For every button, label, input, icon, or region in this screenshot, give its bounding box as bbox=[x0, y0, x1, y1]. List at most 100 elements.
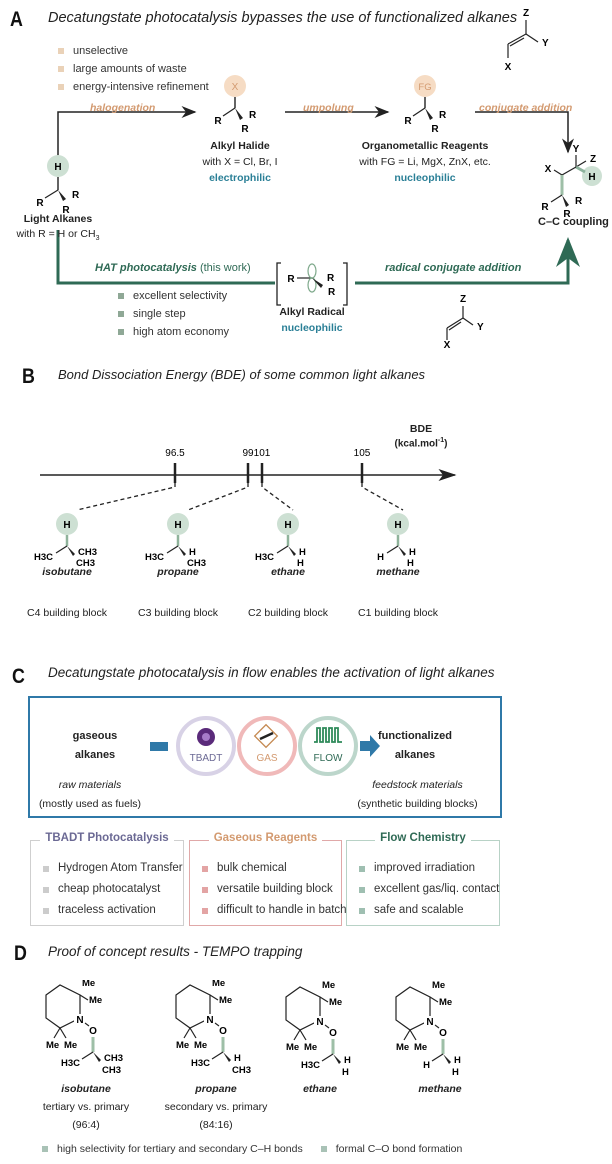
selectivity-ratio: (96:4) bbox=[72, 1119, 100, 1131]
bde-axis-unit: (kcal.mol-1) bbox=[394, 437, 448, 450]
svg-text:Me: Me bbox=[322, 980, 335, 991]
bullet-icon bbox=[42, 1146, 48, 1152]
gas-badge: GAS bbox=[237, 716, 297, 776]
note-item: high selectivity for tertiary and second… bbox=[42, 1140, 303, 1158]
bde-tick-label: 105 bbox=[354, 448, 371, 459]
gas-badge-text: GAS bbox=[256, 753, 277, 764]
output-label: functionalized alkanes bbox=[378, 730, 452, 761]
svg-text:R: R bbox=[431, 124, 439, 135]
svg-text:Me: Me bbox=[414, 1042, 427, 1053]
svg-text:H3C: H3C bbox=[145, 552, 164, 563]
gas-item: bulk chemical bbox=[202, 858, 347, 879]
tempo-adduct-methane: Me Me N O Me Me H H H bbox=[395, 980, 461, 1078]
panel-a-letter: A bbox=[10, 8, 23, 31]
svg-text:CH3: CH3 bbox=[232, 1065, 251, 1076]
svg-text:Me: Me bbox=[89, 995, 102, 1006]
svg-text:R: R bbox=[62, 205, 70, 216]
tbadt-item: cheap photocatalyst bbox=[43, 879, 183, 900]
svg-text:X: X bbox=[505, 62, 512, 73]
svg-text:H: H bbox=[394, 520, 401, 531]
svg-text:R: R bbox=[439, 110, 447, 121]
input-label: gaseous alkanes bbox=[72, 730, 118, 761]
bullet-icon bbox=[58, 48, 64, 54]
tbadt-box: TBADT Photocatalysis Hydrogen Atom Trans… bbox=[30, 832, 184, 926]
svg-text:R: R bbox=[241, 124, 249, 135]
svg-text:CH3: CH3 bbox=[76, 558, 95, 569]
svg-text:H: H bbox=[299, 547, 306, 558]
bullet-icon bbox=[58, 66, 64, 72]
svg-text:H: H bbox=[342, 1067, 349, 1078]
bde-connector bbox=[187, 483, 249, 511]
svg-text:Me: Me bbox=[396, 1042, 409, 1053]
flow-badge: FLOW bbox=[298, 716, 358, 776]
note-item: formal C–O bond formation bbox=[320, 1140, 462, 1158]
drawback-item: large amounts of waste bbox=[58, 60, 209, 78]
tempo-adduct-isobutane: Me Me N O Me Me H3C CH3 CH3 bbox=[45, 980, 123, 1076]
alkyl-halide-label: Alkyl Halide with X = Cl, Br, I electrop… bbox=[202, 140, 278, 184]
svg-text:O: O bbox=[329, 1028, 337, 1039]
panel-b-title: Bond Dissociation Energy (BDE) of some c… bbox=[58, 367, 426, 382]
building-block-label: C1 building block bbox=[358, 607, 438, 619]
svg-text:H: H bbox=[423, 1060, 430, 1071]
flow-item: safe and scalable bbox=[359, 900, 499, 921]
svg-text:X: X bbox=[444, 340, 451, 350]
bde-tick-label: 96.5 bbox=[165, 448, 185, 459]
bullet-icon bbox=[202, 865, 208, 872]
panel-c-title: Decatungstate photocatalysis in flow ena… bbox=[48, 665, 495, 680]
flow-badge-text: FLOW bbox=[314, 753, 343, 764]
svg-text:H3C: H3C bbox=[255, 552, 274, 563]
svg-text:R: R bbox=[249, 110, 257, 121]
svg-text:H: H bbox=[63, 520, 70, 531]
bullet-icon bbox=[359, 907, 365, 914]
svg-text:O: O bbox=[439, 1028, 447, 1039]
step-umpolung: umpolung bbox=[303, 102, 354, 114]
svg-text:R: R bbox=[72, 190, 80, 201]
selectivity-label: secondary vs. primary bbox=[164, 1101, 268, 1113]
svg-text:CH3: CH3 bbox=[187, 558, 206, 569]
svg-text:H3C: H3C bbox=[61, 1058, 80, 1069]
panel-c-letter: C bbox=[12, 665, 25, 688]
gas-item: versatile building block bbox=[202, 879, 347, 900]
advantages-list: excellent selectivity single step high a… bbox=[118, 287, 229, 341]
svg-text:Me: Me bbox=[82, 980, 95, 989]
svg-text:Me: Me bbox=[432, 980, 445, 991]
svg-text:X: X bbox=[545, 164, 552, 175]
svg-text:O: O bbox=[219, 1026, 227, 1037]
svg-text:Y: Y bbox=[573, 144, 580, 155]
svg-text:Y: Y bbox=[477, 322, 484, 333]
svg-text:N: N bbox=[76, 1015, 83, 1026]
tempo-product-name: methane bbox=[418, 1083, 462, 1095]
svg-text:H: H bbox=[297, 558, 304, 569]
svg-text:H: H bbox=[407, 558, 414, 569]
svg-text:H: H bbox=[377, 552, 384, 563]
svg-text:Me: Me bbox=[212, 980, 225, 989]
drawbacks-list: unselective large amounts of waste energ… bbox=[58, 42, 209, 96]
building-block-label: C4 building block bbox=[27, 607, 107, 619]
tbadt-badge: TBADT bbox=[176, 716, 236, 776]
bullet-icon bbox=[43, 907, 49, 914]
svg-text:R: R bbox=[287, 274, 295, 285]
svg-text:CH3: CH3 bbox=[78, 547, 97, 558]
bullet-icon bbox=[58, 84, 64, 90]
panel-d-notes: high selectivity for tertiary and second… bbox=[42, 1140, 462, 1158]
step-hat: HAT photocatalysis (this work) bbox=[95, 262, 251, 274]
selectivity-ratio: (84:16) bbox=[199, 1119, 233, 1131]
step-halogenation: halogenation bbox=[90, 102, 156, 114]
alkane-structure-isobutane: H H3C CH3 CH3 bbox=[34, 513, 97, 569]
organometallic-structure: FG R R R bbox=[404, 75, 447, 135]
tempo-products: Me Me N O Me Me H3C CH3 CH3 Me Me N O bbox=[45, 980, 461, 1078]
svg-text:Z: Z bbox=[523, 8, 529, 19]
bde-connector bbox=[76, 483, 176, 511]
svg-text:Z: Z bbox=[460, 294, 466, 305]
svg-text:Me: Me bbox=[329, 997, 342, 1008]
panel-d-title: Proof of concept results - TEMPO trappin… bbox=[48, 944, 303, 959]
advantage-item: high atom economy bbox=[118, 323, 229, 341]
panel-b-letter: B bbox=[22, 365, 35, 388]
svg-text:Me: Me bbox=[64, 1040, 77, 1051]
alkyl-radical-structure: R R R bbox=[276, 262, 348, 306]
alkyl-radical-label: Alkyl Radical nucleophilic bbox=[279, 306, 345, 334]
tbadt-badge-text: TBADT bbox=[190, 753, 223, 764]
flow-overview-box bbox=[28, 696, 502, 818]
svg-text:Y: Y bbox=[542, 38, 549, 49]
